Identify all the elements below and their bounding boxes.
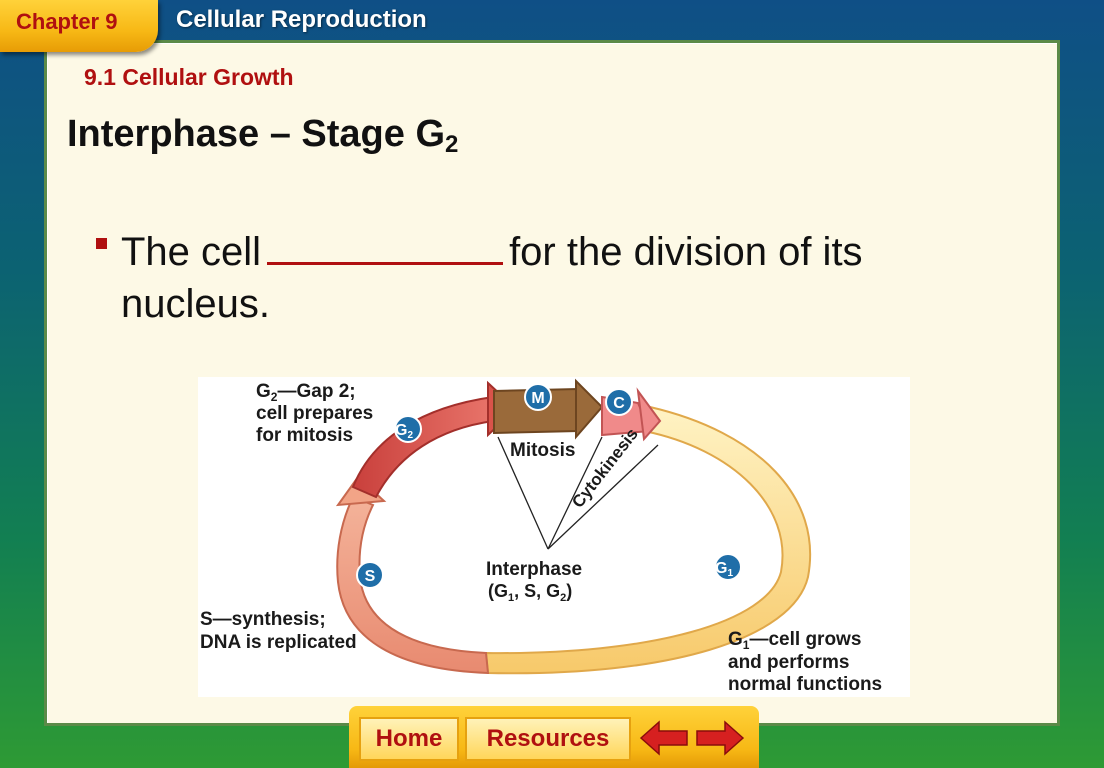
badge-g2: [394, 415, 422, 443]
badge-g2-text: G2: [395, 422, 413, 441]
s-desc-line1: S—synthesis;: [200, 609, 326, 630]
slide-title-text: Interphase – Stage G: [67, 113, 446, 155]
mitosis-arrowhead: [575, 378, 604, 440]
badge-s-text: S: [365, 568, 376, 585]
g1-desc-sub: 1: [743, 638, 750, 652]
slide-title-subscript: 2: [445, 131, 459, 158]
cytokinesis-label: Cytokinesis: [568, 425, 642, 512]
cell-cycle-diagram: M C G2 S G1 Mitosis Cytokinesis Interpha…: [198, 377, 910, 697]
cell-cycle-svg: M C G2 S G1 Mitosis Cytokinesis Interpha…: [200, 378, 882, 695]
g2-desc-line2: cell prepares: [256, 403, 373, 424]
badge-c-text: C: [613, 395, 625, 412]
cytokinesis-arrowhead: [636, 387, 662, 442]
badge-g1-letter: G: [715, 560, 727, 577]
badge-g1: [714, 553, 742, 581]
mitosis-label: Mitosis: [510, 440, 575, 461]
g2-desc-g: G: [256, 381, 271, 402]
g2-desc-line3: for mitosis: [256, 425, 353, 446]
badge-s: [356, 561, 384, 589]
chapter-title: Cellular Reproduction: [176, 6, 427, 33]
g1-desc-line3: normal functions: [728, 674, 882, 695]
chapter-label: Chapter 9: [16, 9, 118, 34]
g2-desc-sub: 2: [271, 390, 278, 404]
g2-arrow: [351, 395, 494, 499]
badge-g2-sub: 2: [407, 430, 413, 441]
section-title: 9.1 Cellular Growth: [84, 64, 294, 90]
right-arrow-icon[interactable]: [695, 720, 745, 756]
interphase-detail-sub2: 2: [560, 592, 566, 604]
g2-desc-rest: —Gap 2;: [277, 381, 355, 402]
g1-desc-rest: —cell grows: [749, 629, 861, 650]
interphase-detail-open: (G: [488, 581, 508, 601]
interphase-detail: (G1, S, G2): [488, 581, 572, 604]
s-desc-line2: DNA is replicated: [200, 632, 357, 653]
home-button[interactable]: Home: [359, 717, 459, 761]
interphase-detail-sub1: 1: [508, 592, 514, 604]
resources-button[interactable]: Resources: [465, 717, 631, 761]
g1-desc-g: G: [728, 629, 743, 650]
connector-left: [497, 436, 549, 550]
connector-right: [547, 444, 659, 550]
connector-mid: [547, 436, 603, 550]
badge-m: [524, 383, 552, 411]
badge-c: [605, 388, 633, 416]
interphase-detail-close: ): [566, 581, 572, 601]
chapter-tab: Chapter 9: [0, 0, 158, 52]
interphase-detail-mid: , S, G: [514, 581, 560, 601]
fill-in-blank: [267, 229, 504, 265]
badge-g1-sub: 1: [727, 568, 733, 579]
s-arrow: [336, 495, 490, 675]
left-arrow-icon[interactable]: [639, 720, 689, 756]
badge-m-text: M: [531, 390, 544, 407]
g2-desc-line1: G2—Gap 2;: [256, 381, 356, 404]
badge-g1-text: G1: [715, 560, 733, 579]
badge-g2-letter: G: [395, 422, 407, 439]
bullet-text-after: for the division of its nucleus.: [121, 230, 863, 326]
bullet-marker: [96, 238, 107, 249]
nav-bar: Home Resources: [349, 706, 759, 768]
bullet-text-before: The cell: [121, 230, 262, 274]
slide-title: Interphase – Stage G2: [67, 113, 458, 159]
interphase-label: Interphase: [486, 559, 582, 580]
g1-desc-line2: and performs: [728, 652, 849, 673]
g1-desc-line1: G1—cell grows: [728, 629, 861, 652]
